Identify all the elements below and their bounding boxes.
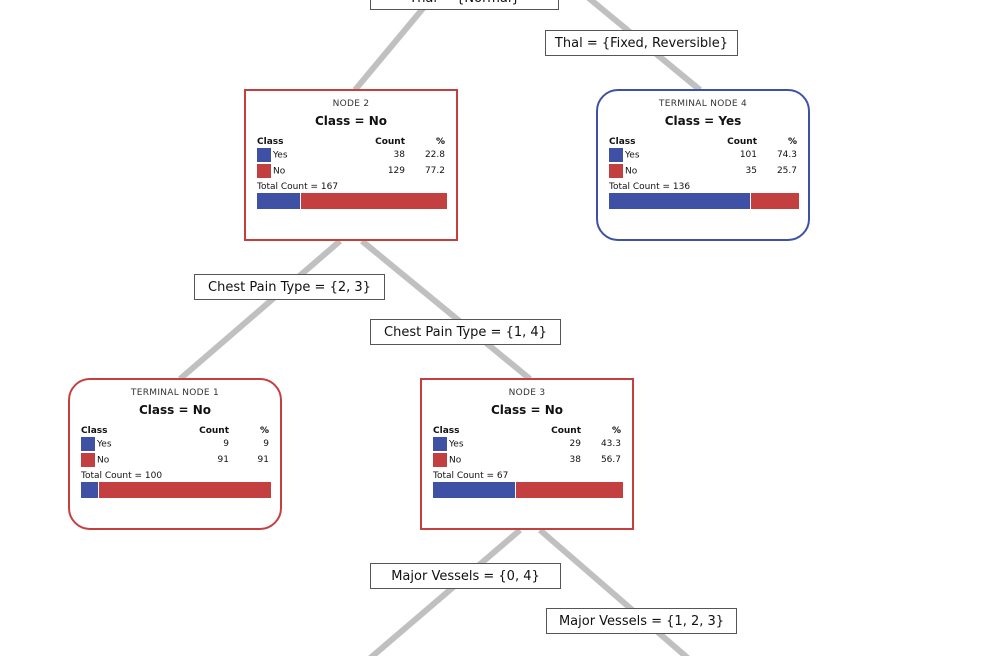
row-yes: Yes 101 74.3 — [609, 147, 797, 163]
class-yes: Yes — [97, 439, 112, 450]
class-table: Class Count% Yes 101 74.3 No 35 25.7 — [609, 137, 797, 179]
class-no: No — [625, 166, 638, 177]
yes-pct: 43.3 — [600, 439, 621, 449]
total-count: Total Count = 100 — [81, 471, 163, 481]
bar-no — [751, 193, 799, 209]
yes-count: 38 — [393, 150, 405, 160]
class-bar — [433, 482, 623, 498]
bar-yes — [257, 193, 302, 209]
no-count: 35 — [745, 166, 757, 176]
class-no: No — [449, 455, 462, 466]
yes-pct: 74.3 — [776, 150, 797, 160]
class-yes: Yes — [625, 150, 640, 161]
total-count: Total Count = 67 — [433, 471, 509, 481]
class-yes: Yes — [449, 439, 464, 450]
header-class: Class — [433, 426, 460, 436]
no-count: 129 — [387, 166, 405, 176]
node-class: Class = No — [491, 403, 563, 417]
node-class: Class = No — [315, 114, 387, 128]
yes-count: 29 — [569, 439, 581, 449]
node-id: NODE 3 — [508, 388, 546, 398]
class-bar — [81, 482, 271, 498]
class-no: No — [97, 455, 110, 466]
row-no: No 91 91 — [81, 452, 269, 468]
row-yes: Yes 9 9 — [81, 436, 269, 452]
terminal-node-4[interactable]: TERMINAL NODE 4 Class = Yes Class Count% … — [596, 89, 810, 241]
no-pct: 25.7 — [776, 166, 797, 176]
bar-no — [516, 482, 623, 498]
yes-count: 101 — [739, 150, 757, 160]
yes-count: 9 — [223, 439, 229, 449]
yes-pct: 9 — [263, 439, 269, 449]
no-swatch — [257, 164, 271, 178]
yes-swatch — [609, 148, 623, 162]
row-yes: Yes 38 22.8 — [257, 147, 445, 163]
bar-yes — [81, 482, 100, 498]
split-label-major-vessels-123: Major Vessels = {1, 2, 3} — [546, 608, 737, 634]
header-count: Count — [375, 137, 405, 147]
header-pct: % — [435, 137, 445, 147]
edge-node2-node1 — [178, 238, 342, 382]
header-count: Count — [551, 426, 581, 436]
edge-node3-left — [368, 527, 522, 656]
header-count: Count — [199, 426, 229, 436]
node-id: TERMINAL NODE 1 — [130, 388, 220, 398]
class-table: Class Count% Yes 29 43.3 No 38 56.7 — [433, 426, 621, 468]
node-3[interactable]: NODE 3 Class = No Class Count% Yes 29 43.3 … — [420, 378, 634, 530]
node-class: Class = Yes — [664, 114, 742, 128]
edge-node3-right — [538, 527, 690, 656]
header-count: Count — [727, 137, 757, 147]
node-id: NODE 2 — [332, 99, 370, 109]
total-count: Total Count = 136 — [609, 182, 691, 192]
yes-swatch — [257, 148, 271, 162]
node-2[interactable]: NODE 2 Class = No Class Count% Yes 38 22.8 … — [244, 89, 458, 241]
row-yes: Yes 29 43.3 — [433, 436, 621, 452]
header-class: Class — [257, 137, 284, 147]
node-class: Class = No — [139, 403, 211, 417]
bar-yes — [609, 193, 752, 209]
split-label-thal-fixed: Thal = {Fixed, Reversible} — [545, 30, 738, 56]
no-pct: 77.2 — [424, 166, 445, 176]
yes-pct: 22.8 — [424, 150, 445, 160]
no-swatch — [609, 164, 623, 178]
class-no: No — [273, 166, 286, 177]
no-swatch — [81, 453, 95, 467]
header-class: Class — [81, 426, 108, 436]
yes-swatch — [81, 437, 95, 451]
class-table: Class Count% Yes 38 22.8 No 129 77.2 — [257, 137, 445, 179]
split-label-chest-pain-14: Chest Pain Type = {1, 4} — [370, 319, 561, 345]
class-yes: Yes — [273, 150, 288, 161]
edge-root-node2 — [352, 0, 433, 92]
bar-yes — [433, 482, 517, 498]
bar-no — [99, 482, 271, 498]
no-pct: 91 — [257, 455, 269, 465]
class-table: Class Count% Yes 9 9 No 91 91 — [81, 426, 269, 468]
header-class: Class — [609, 137, 636, 147]
total-count: Total Count = 167 — [257, 182, 339, 192]
terminal-node-1[interactable]: TERMINAL NODE 1 Class = No Class Count% Y… — [68, 378, 282, 530]
node-id: TERMINAL NODE 4 — [658, 99, 748, 109]
row-no: No 129 77.2 — [257, 163, 445, 179]
row-no: No 38 56.7 — [433, 452, 621, 468]
bar-no — [301, 193, 447, 209]
no-pct: 56.7 — [600, 455, 621, 465]
no-count: 91 — [217, 455, 229, 465]
edge-node2-node3 — [360, 238, 532, 382]
split-label-chest-pain-23: Chest Pain Type = {2, 3} — [194, 274, 385, 300]
class-bar — [257, 193, 447, 209]
split-label-thal-normal: Thal = {Normal} — [370, 0, 559, 10]
split-label-major-vessels-04: Major Vessels = {0, 4} — [370, 563, 561, 589]
yes-swatch — [433, 437, 447, 451]
no-swatch — [433, 453, 447, 467]
row-no: No 35 25.7 — [609, 163, 797, 179]
header-pct: % — [611, 426, 621, 436]
header-pct: % — [259, 426, 269, 436]
no-count: 38 — [569, 455, 581, 465]
class-bar — [609, 193, 799, 209]
header-pct: % — [787, 137, 797, 147]
